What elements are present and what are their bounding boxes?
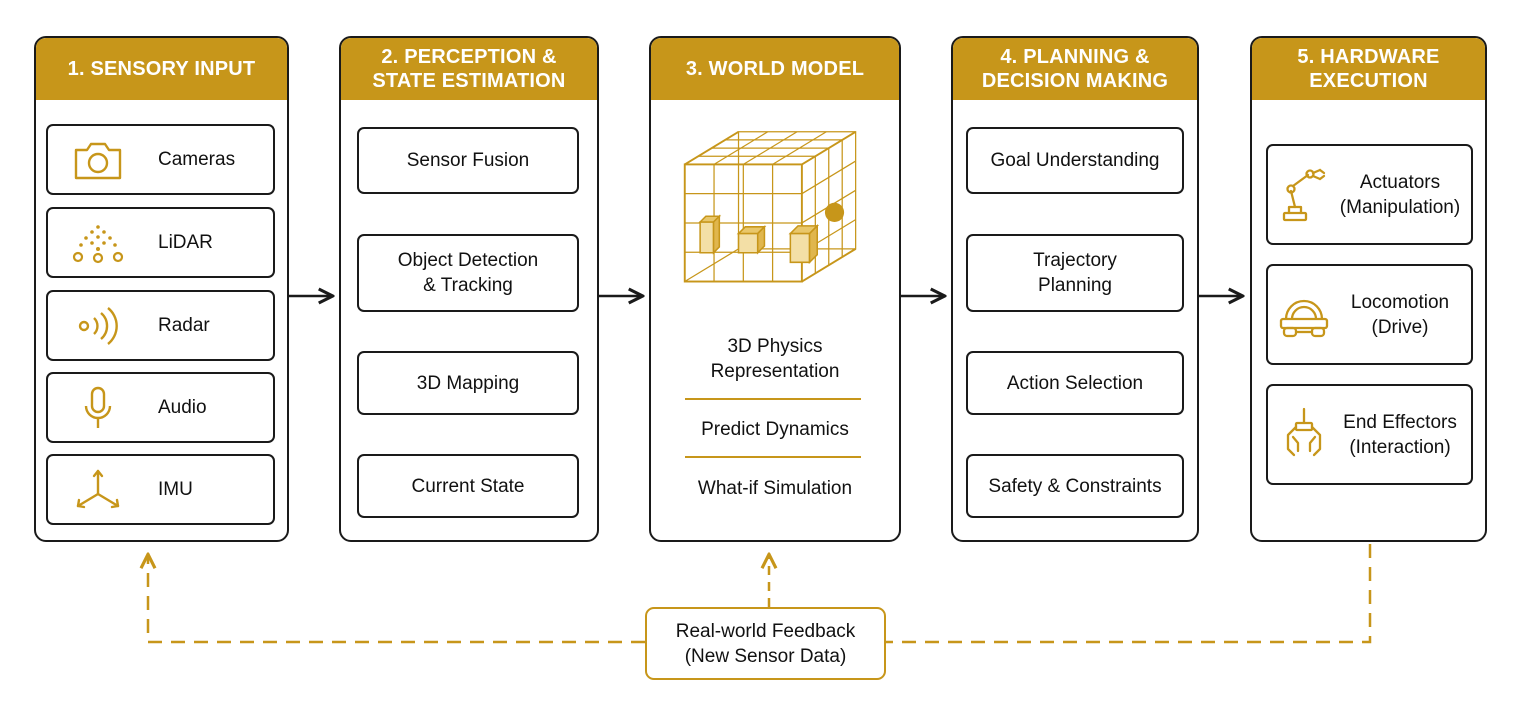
- stage-header: 5. HARDWARE EXECUTION: [1252, 38, 1485, 100]
- box-goal-understanding: Goal Understanding: [966, 127, 1184, 194]
- feedback-line-to-sensors: [148, 556, 645, 644]
- gripper-icon: [1286, 407, 1322, 456]
- box-3d-mapping: 3D Mapping: [357, 351, 579, 415]
- sensor-audio: Audio: [46, 372, 275, 443]
- world-model-representation: 3D Physics Representation: [710, 336, 840, 382]
- lidar-icon: [72, 224, 124, 263]
- box-trajectory-planning: Trajectory Planning: [966, 234, 1184, 312]
- divider: [685, 398, 861, 400]
- stage-sensory-input: 1. SENSORY INPUT Cameras: [34, 36, 289, 542]
- world-model-what-if: What-if Simulation: [697, 478, 853, 499]
- stage-header: 4. PLANNING & DECISION MAKING: [953, 38, 1197, 100]
- stage-header: 2. PERCEPTION & STATE ESTIMATION: [341, 38, 597, 100]
- radar-icon: [78, 306, 118, 345]
- hardware-actuators: Actuators (Manipulation): [1266, 144, 1473, 245]
- box-current-state: Current State: [357, 454, 579, 518]
- 3d-grid-cube-icon: [683, 130, 857, 283]
- robot-arm-icon: [1282, 168, 1326, 221]
- divider: [685, 456, 861, 458]
- sensor-radar: Radar: [46, 290, 275, 361]
- hardware-end-effectors: End Effectors (Interaction): [1266, 384, 1473, 485]
- feedback-line-from-hardware: [886, 544, 1372, 644]
- stage-header: 3. WORLD MODEL: [651, 38, 899, 100]
- wheeled-robot-icon: [1279, 299, 1329, 337]
- sensor-cameras: Cameras: [46, 124, 275, 195]
- stage-world-model: 3. WORLD MODEL: [649, 36, 901, 542]
- feedback-box: Real-world Feedback (New Sensor Data): [645, 607, 886, 680]
- sensor-lidar: LiDAR: [46, 207, 275, 278]
- stage-hardware-execution: 5. HARDWARE EXECUTION Actuators (Manipul…: [1250, 36, 1487, 542]
- sensor-imu: IMU: [46, 454, 275, 525]
- stage-planning: 4. PLANNING & DECISION MAKING Goal Under…: [951, 36, 1199, 542]
- microphone-icon: [84, 386, 112, 428]
- imu-axes-icon: [76, 469, 120, 508]
- box-object-detection: Object Detection & Tracking: [357, 234, 579, 312]
- box-safety-constraints: Safety & Constraints: [966, 454, 1184, 518]
- box-sensor-fusion: Sensor Fusion: [357, 127, 579, 194]
- camera-icon: [74, 142, 122, 179]
- stage-header: 1. SENSORY INPUT: [36, 38, 287, 100]
- world-model-predict-dynamics: Predict Dynamics: [701, 419, 849, 440]
- stage-perception: 2. PERCEPTION & STATE ESTIMATION Sensor …: [339, 36, 599, 542]
- box-action-selection: Action Selection: [966, 351, 1184, 415]
- hardware-locomotion: Locomotion (Drive): [1266, 264, 1473, 365]
